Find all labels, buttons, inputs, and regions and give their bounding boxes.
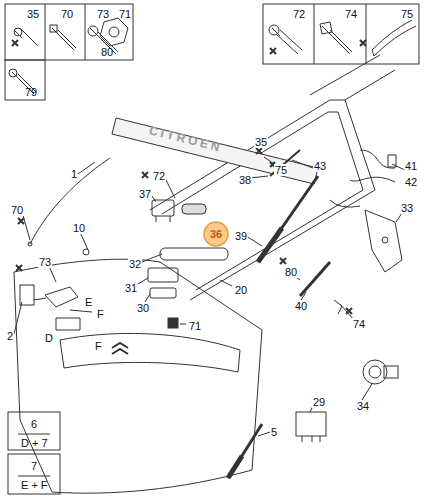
callout-number: 73: [96, 8, 110, 20]
callout-number: 75: [274, 164, 288, 176]
callout-number: 70: [60, 8, 74, 20]
callout-number: 43: [313, 160, 327, 172]
callout-number: 38: [238, 174, 252, 186]
callout-number: E + F: [20, 479, 49, 491]
callout-number: 74: [344, 8, 358, 20]
callout-number: 34: [356, 400, 370, 412]
callout-number: 80: [100, 46, 114, 58]
callout-number: 30: [136, 302, 150, 314]
callout-number: 35: [254, 136, 268, 148]
callout-number: 75: [400, 8, 414, 20]
callout-number: 35: [26, 8, 40, 20]
callout-number: 37: [138, 188, 152, 200]
callout-number: 1: [70, 168, 78, 180]
callout-number: F: [96, 308, 105, 320]
callout-number: 73: [38, 256, 52, 268]
callout-number: 29: [312, 396, 326, 408]
callout-number: 40: [294, 300, 308, 312]
callout-number: F: [94, 340, 103, 352]
callout-number: E: [84, 296, 93, 308]
callout-number: 71: [118, 8, 132, 20]
callout-number: 80: [284, 266, 298, 278]
callout-number: 7: [30, 460, 38, 472]
callout-number: 42: [404, 176, 418, 188]
callout-number: 6: [30, 418, 38, 430]
callout-number: 36: [209, 228, 223, 240]
callout-number: 39: [234, 230, 248, 242]
callout-number: 71: [188, 320, 202, 332]
callout-number: 32: [128, 258, 142, 270]
callout-number: D + 7: [20, 437, 49, 449]
callout-number: 33: [400, 202, 414, 214]
callout-number: 5: [270, 426, 278, 438]
callout-number: 10: [72, 222, 86, 234]
callout-number: 72: [292, 8, 306, 20]
callout-number: 72: [152, 170, 166, 182]
callout-number: 2: [6, 330, 14, 342]
callout-number: D: [44, 332, 54, 344]
callout-number: 74: [352, 318, 366, 330]
callout-number: 79: [24, 86, 38, 98]
callout-number: 70: [10, 204, 24, 216]
callout-number: 41: [404, 160, 418, 172]
callout-number: 20: [234, 284, 248, 296]
callout-number: 31: [124, 282, 138, 294]
